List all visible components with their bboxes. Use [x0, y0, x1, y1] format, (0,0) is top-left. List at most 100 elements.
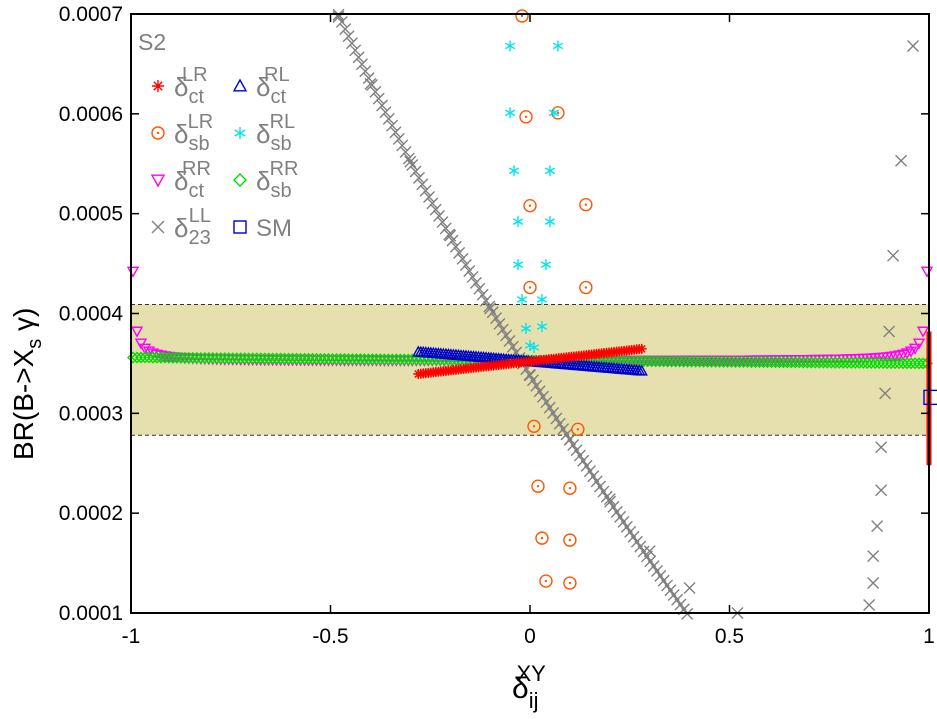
data-point — [551, 106, 565, 120]
data-point — [389, 126, 402, 139]
series-RL-sb — [504, 40, 564, 353]
y-axis-label-tail: γ) — [8, 308, 39, 339]
data-point — [429, 203, 442, 216]
marker-dot — [576, 428, 580, 431]
marker-shape — [923, 389, 937, 406]
marker-shape — [493, 317, 506, 330]
legend-label-main: δ — [174, 166, 188, 196]
legend-entry: SM — [233, 215, 292, 242]
marker-shape — [158, 351, 171, 364]
marker-shape — [370, 353, 383, 366]
data-point — [490, 312, 503, 325]
marker-shape — [869, 357, 882, 370]
data-point — [721, 355, 734, 368]
marker-shape — [801, 356, 814, 369]
marker-shape — [218, 352, 231, 365]
data-point — [158, 351, 171, 364]
marker-shape — [459, 258, 472, 271]
data-point — [519, 110, 533, 124]
marker-dot — [520, 14, 524, 18]
data-point — [126, 266, 140, 278]
data-point — [443, 228, 456, 241]
marker-shape — [567, 439, 580, 451]
data-point — [369, 85, 382, 98]
data-point — [520, 322, 532, 334]
data-point — [610, 505, 623, 518]
marker-shape — [483, 300, 496, 313]
legend-marker — [234, 127, 246, 139]
series-LR-ct — [413, 343, 647, 379]
marker-shape — [580, 459, 593, 472]
legend-entry: δsbRL — [234, 111, 295, 155]
marker-shape — [845, 356, 858, 369]
marker-shape — [557, 423, 570, 436]
marker-shape — [717, 355, 730, 368]
data-point — [504, 107, 516, 119]
data-point — [210, 352, 223, 365]
data-point — [166, 351, 179, 364]
data-point — [382, 353, 395, 366]
marker-shape — [314, 352, 327, 365]
data-point — [392, 132, 405, 145]
data-point — [493, 317, 506, 330]
data-point — [194, 351, 207, 364]
legend-label-sup: LR — [182, 64, 208, 86]
data-point — [697, 355, 710, 368]
data-point — [580, 459, 593, 472]
data-point — [527, 419, 541, 434]
marker-shape — [358, 353, 371, 366]
data-point — [334, 353, 347, 365]
marker-shape — [433, 209, 446, 222]
data-point — [423, 191, 436, 204]
data-point — [453, 246, 466, 259]
marker-shape — [841, 356, 854, 369]
marker-shape — [392, 132, 405, 145]
legend-entry: δsbRR — [233, 158, 299, 202]
marker-shape — [641, 355, 654, 368]
marker-shape — [523, 198, 537, 213]
data-point — [895, 154, 908, 167]
legend-label-main: δ — [174, 213, 188, 243]
data-point — [801, 356, 814, 369]
marker-shape — [234, 352, 247, 365]
data-point — [416, 178, 429, 191]
data-point — [322, 352, 335, 365]
data-point — [138, 351, 151, 364]
marker-shape — [879, 387, 892, 400]
data-point — [406, 159, 419, 172]
marker-dot — [584, 286, 588, 289]
marker-shape — [544, 216, 556, 228]
marker-shape — [793, 356, 806, 369]
marker-shape — [142, 351, 155, 364]
data-point — [410, 353, 423, 366]
marker-shape — [389, 126, 402, 139]
legend-label-sub: sb — [270, 180, 291, 202]
data-point — [685, 355, 698, 368]
data-point — [182, 351, 195, 364]
data-point — [637, 355, 650, 368]
panel-label: S2 — [138, 29, 166, 55]
marker-shape — [781, 356, 794, 369]
legend-label: δctRR — [174, 158, 211, 202]
data-point — [905, 357, 918, 370]
marker-shape — [867, 577, 880, 590]
data-point — [503, 335, 516, 348]
marker-shape — [476, 288, 489, 301]
data-point — [362, 72, 375, 85]
legend-label-sup: RR — [182, 158, 211, 180]
data-point — [749, 356, 762, 369]
data-point — [913, 357, 926, 370]
data-point — [290, 352, 303, 365]
data-point — [426, 197, 439, 210]
marker-shape — [346, 353, 359, 366]
marker-shape — [335, 15, 348, 28]
marker-shape — [233, 220, 247, 234]
marker-shape — [423, 191, 436, 204]
data-point — [579, 280, 593, 295]
legend-marker — [233, 220, 247, 234]
marker-shape — [376, 99, 389, 112]
marker-shape — [645, 355, 658, 368]
marker-shape — [382, 353, 395, 366]
data-point — [130, 351, 143, 364]
data-point — [394, 353, 407, 366]
